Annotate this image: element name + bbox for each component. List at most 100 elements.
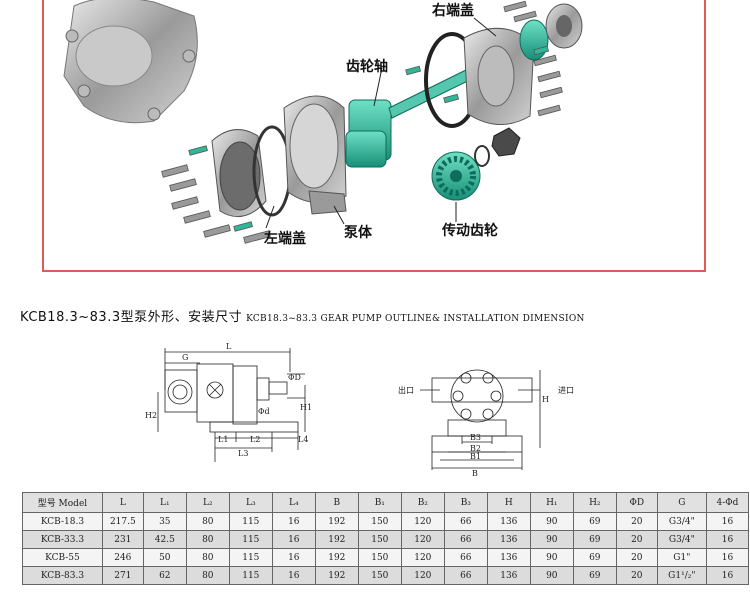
pump-body-label: 泵体 (344, 225, 372, 241)
inlet-label: 进口 (558, 386, 574, 395)
table-cell: 150 (357, 566, 402, 585)
column-header: B₁ (357, 492, 402, 513)
table-cell: 115 (228, 530, 273, 549)
table-cell: 66 (443, 512, 488, 531)
exploded-view-illustration (56, 0, 583, 244)
table-cell: 115 (228, 548, 273, 567)
table-cell: 120 (400, 530, 445, 549)
table-cell: G3/4" (656, 530, 707, 549)
table-cell: 66 (443, 530, 488, 549)
column-header: H₁ (529, 492, 574, 513)
dim-label-H2: H2 (145, 411, 157, 420)
pump-body-part (283, 95, 347, 215)
table-cell: 35 (142, 512, 187, 531)
heading-cn: KCB18.3~83.3型泵外形、安装尺寸 (20, 310, 243, 325)
table-cell: 20 (615, 566, 658, 585)
table-cell: 217.5 (101, 512, 144, 531)
table-cell: 66 (443, 548, 488, 567)
table-cell: G1¹/₂" (656, 566, 707, 585)
table-cell: 20 (615, 530, 658, 549)
dim-label-B2: B2 (470, 444, 481, 453)
table-cell: 120 (400, 512, 445, 531)
pump-photo (56, 0, 206, 128)
dim-label-L3: L3 (238, 449, 248, 458)
column-header: B (314, 492, 359, 513)
table-cell: 150 (357, 548, 402, 567)
dim-label-B3: B3 (470, 433, 481, 442)
table-cell: 150 (357, 512, 402, 531)
dim-label-H: H (542, 395, 549, 404)
table-header-row: 型号 Model L L₁ L₂ L₃ L₄ B B₁ B₂ B₃ H H₁ H… (22, 492, 750, 513)
front-view-drawing (420, 369, 541, 470)
table-cell: KCB-83.3 (22, 566, 103, 585)
table-cell: 80 (185, 512, 230, 531)
table-cell: 16 (705, 548, 750, 567)
table-cell: 231 (101, 530, 144, 549)
dim-label-phid: Φd (258, 407, 270, 416)
right-cover-label: 右端盖 (432, 3, 474, 19)
column-header: H₂ (572, 492, 617, 513)
dim-label-L: L (226, 342, 232, 351)
table-cell: KCB-18.3 (22, 512, 103, 531)
table-cell: G1" (656, 548, 707, 567)
drive-gear-part (431, 127, 521, 201)
table-cell: 69 (572, 512, 617, 531)
dimension-drawings: G L ΦD H1 H2 Φd L1 L2 L4 L3 出口 进口 H B3 B… (145, 342, 574, 478)
dim-label-L2: L2 (250, 435, 260, 444)
outlet-label: 出口 (398, 385, 414, 395)
column-header: B₃ (443, 492, 488, 513)
table-cell: 16 (705, 530, 750, 549)
table-cell: 136 (486, 566, 531, 585)
column-header: L₄ (271, 492, 316, 513)
table-cell: 136 (486, 548, 531, 567)
dim-label-B: B (472, 469, 478, 478)
table-cell: 90 (529, 512, 574, 531)
table-cell: 192 (314, 530, 359, 549)
left-cover-part (211, 125, 292, 218)
table-cell: 50 (142, 548, 187, 567)
table-cell: 20 (615, 512, 658, 531)
left-bolts (161, 145, 271, 244)
table-cell: 80 (185, 530, 230, 549)
table-cell: 120 (400, 548, 445, 567)
table-cell: 115 (228, 566, 273, 585)
table-cell: 192 (314, 566, 359, 585)
dim-label-phiD: ΦD (288, 373, 301, 382)
table-cell: KCB-55 (22, 548, 103, 567)
table-row: KCB-18.3 217.5 35 80 115 16 192 150 120 … (22, 512, 750, 531)
table-cell: 80 (185, 566, 230, 585)
gear-shaft-label: 齿轮轴 (346, 59, 388, 75)
table-row: KCB-55 246 50 80 115 16 192 150 120 66 1… (22, 548, 750, 567)
column-header: G (656, 492, 707, 513)
dim-label-L1: L1 (218, 435, 228, 444)
table-cell: 66 (443, 566, 488, 585)
table-cell: 90 (529, 548, 574, 567)
column-header: L₃ (228, 492, 273, 513)
table-cell: 16 (705, 566, 750, 585)
table-cell: 20 (615, 548, 658, 567)
table-cell: 192 (314, 548, 359, 567)
column-header: L (101, 492, 144, 513)
table-cell: 16 (271, 530, 316, 549)
table-cell: 80 (185, 548, 230, 567)
table-cell: 192 (314, 512, 359, 531)
dim-label-B1: B1 (470, 452, 481, 461)
table-cell: 16 (271, 512, 316, 531)
column-header: 型号 Model (22, 492, 103, 513)
table-cell: 115 (228, 512, 273, 531)
table-cell: 16 (271, 548, 316, 567)
right-cover-part (424, 3, 583, 128)
table-cell: G3/4" (656, 512, 707, 531)
table-cell: 136 (486, 530, 531, 549)
right-bolts (405, 0, 563, 117)
column-header: ΦD (615, 492, 658, 513)
table-cell: 42.5 (142, 530, 187, 549)
column-header: L₁ (142, 492, 187, 513)
side-view-drawing (157, 348, 306, 462)
table-cell: 16 (705, 512, 750, 531)
table-cell: 69 (572, 530, 617, 549)
table-row: KCB-33.3 231 42.5 80 115 16 192 150 120 … (22, 530, 750, 549)
dim-label-H1: H1 (300, 403, 312, 412)
column-header: B₂ (400, 492, 445, 513)
